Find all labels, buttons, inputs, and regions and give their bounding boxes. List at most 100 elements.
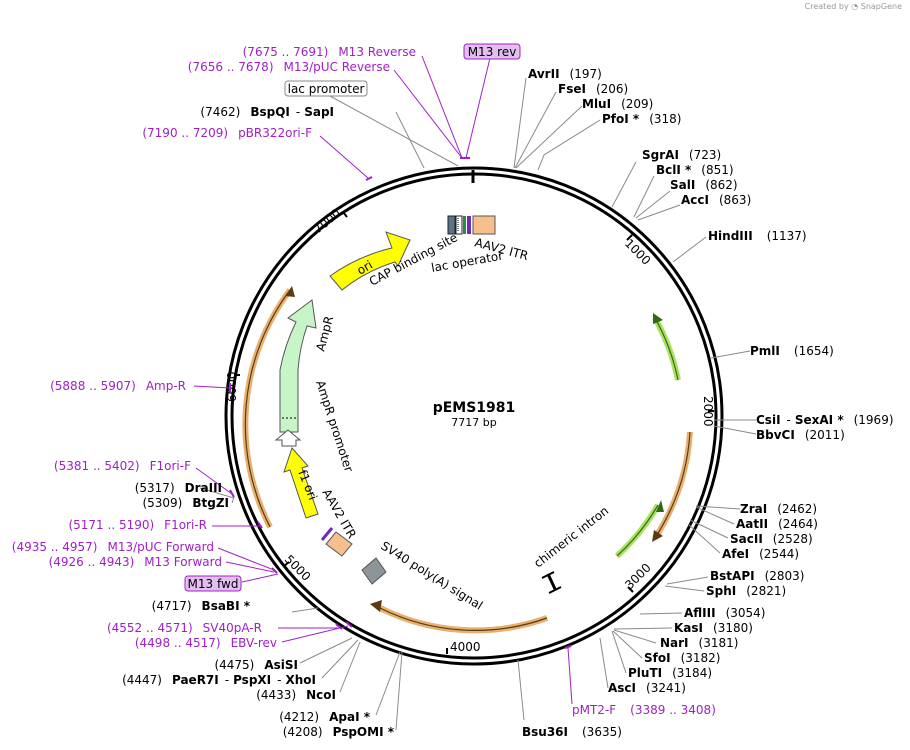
orf-arc-bottom-arrowhead — [370, 600, 382, 612]
chimeric-intron-feature[interactable] — [546, 573, 557, 590]
leader-pmt2-f — [567, 647, 573, 705]
site-apai[interactable]: (4212)ApaI * — [279, 710, 371, 724]
site-fsei[interactable]: FseI(206) — [558, 82, 628, 96]
site-bsabi[interactable]: (4717)BsaBI * — [152, 599, 251, 613]
leader-bstapi — [666, 576, 709, 585]
enzyme-leader-lines — [199, 77, 757, 731]
site-bbvci[interactable]: BbvCI(2011) — [756, 428, 845, 442]
lac-operator-box[interactable] — [463, 216, 466, 234]
site-asisi[interactable]: (4475)AsiSI — [214, 658, 298, 672]
primer-m13-puc-reverse[interactable]: (7656 .. 7678)M13/pUC Reverse — [188, 60, 390, 74]
leader-zrai — [695, 505, 741, 510]
site-kasi[interactable]: KasI(3180) — [674, 621, 753, 635]
ori-feature[interactable] — [329, 231, 411, 291]
cap-binding-site-box[interactable] — [447, 215, 456, 235]
ori-label: ori — [355, 258, 376, 278]
tick-7000: 7000 — [311, 206, 343, 236]
primer-m13-forward[interactable]: (4926 .. 4943)M13 Forward — [49, 555, 222, 569]
bp-ticks — [234, 211, 714, 654]
leader-fsei — [514, 91, 557, 169]
chimeric-intron-cap-b — [548, 586, 562, 594]
site-draiii[interactable]: (5317)DraIII — [135, 481, 222, 495]
site-nari[interactable]: NarI(3181) — [660, 636, 738, 650]
ampr-promoter-feature[interactable] — [274, 429, 302, 447]
site-ncoi[interactable]: (4433)NcoI — [256, 688, 336, 702]
leader-hindiii — [672, 236, 707, 263]
ampr-feature[interactable] — [279, 299, 317, 433]
green-arrow-right-lower[interactable] — [614, 503, 661, 559]
site-asci[interactable]: AscI(3241) — [608, 681, 686, 695]
primer-sv40pa-r[interactable]: (4552 .. 4571)SV40pA-R — [107, 621, 262, 635]
site-btgzi[interactable]: (5309)BtgZI — [142, 496, 229, 510]
site-pspomi[interactable]: (4208)PspOMI * — [283, 725, 395, 739]
aav2-itr-top-feature[interactable] — [472, 215, 496, 235]
site-zrai[interactable]: ZraI(2462) — [740, 502, 817, 516]
orf-arc-bottom[interactable] — [376, 604, 549, 634]
primer-pbr322ori-f-marker — [365, 176, 373, 181]
lac-promoter-box-label: lac promoter — [288, 82, 365, 96]
primer-pbr322ori-f[interactable]: (7190 .. 7209)pBR322ori-F — [142, 126, 312, 140]
orf-arc-left-core — [244, 289, 291, 528]
green-arrow-right-upper[interactable] — [652, 316, 681, 381]
leader-m13-rev-box — [465, 57, 491, 159]
aav2-itr-bottom-feature[interactable] — [325, 531, 353, 557]
site-bstapi[interactable]: BstAPI(2803) — [710, 569, 804, 583]
m13-fwd-box[interactable] — [184, 575, 242, 592]
tick-2000: 2000 — [701, 396, 715, 427]
orf-arc-left-arrowhead — [285, 286, 295, 297]
leader-m13-puc-reverse — [393, 69, 463, 159]
site-pfoi[interactable]: PfoI *(318) — [602, 112, 681, 126]
primer-m13-fwd-marker — [271, 567, 278, 574]
primer-amp-r[interactable]: (5888 .. 5907)Amp-R — [50, 379, 186, 393]
credit-text: Created by — [804, 2, 849, 11]
primer-markers — [229, 157, 572, 649]
site-bspqi-sapi[interactable]: (7462)BspQI-SapI — [200, 105, 334, 119]
site-sali[interactable]: SalI(862) — [670, 178, 738, 192]
orf-arc-right[interactable] — [652, 431, 693, 540]
m13-rev-box[interactable] — [463, 43, 521, 60]
site-avrii[interactable]: AvrII(197) — [528, 67, 602, 81]
site-mlui[interactable]: MluI(209) — [582, 97, 653, 111]
leader-pspomi — [395, 651, 403, 731]
primer-ebv-rev[interactable]: (4498 .. 4517)EBV-rev — [135, 636, 277, 650]
primer-f1ori-r[interactable]: (5171 .. 5190)F1ori-R — [68, 518, 207, 532]
tick-4000: 4000 — [450, 640, 481, 654]
chimeric-intron-label: chimeric intron — [531, 504, 611, 571]
site-acci[interactable]: AccI(863) — [681, 193, 751, 207]
site-pluti[interactable]: PluTI(3184) — [628, 666, 712, 680]
site-afliii[interactable]: AflIII(3054) — [684, 606, 765, 620]
snapgene-logo-text: SnapGene — [860, 2, 902, 11]
tick-1000-mark — [626, 234, 633, 241]
primer-m13-puc-forward[interactable]: (4935 .. 4957)M13/pUC Forward — [12, 540, 214, 554]
leader-m13-reverse — [421, 55, 463, 159]
orf-arc-right-core — [654, 431, 691, 539]
leader-mlui — [515, 105, 583, 169]
site-csii-sexai[interactable]: CsiI-SexAI *(1969) — [756, 413, 894, 427]
site-afei[interactable]: AfeI(2544) — [722, 547, 799, 561]
site-sgrai[interactable]: SgrAI(723) — [642, 148, 721, 162]
tick-6000: 6000 — [225, 371, 239, 402]
primer-leader-lines — [193, 55, 573, 705]
site-sphi[interactable]: SphI(2821) — [706, 584, 786, 598]
site-bsu36i[interactable]: Bsu36I(3635) — [522, 725, 622, 739]
primer-pmt2-f[interactable]: pMT2-F(3389 .. 3408) — [572, 703, 716, 717]
site-paer7i-pspxi-xhoi[interactable]: (4447)PaeR7I-PspXI-XhoI — [122, 673, 316, 687]
primer-f1ori-f[interactable]: (5381 .. 5402)F1ori-F — [54, 459, 191, 473]
f1-ori-feature[interactable] — [283, 447, 319, 519]
site-hindiii[interactable]: HindIII(1137) — [708, 229, 807, 243]
primer-ebv-rev-marker — [345, 621, 353, 628]
primer-m13-reverse[interactable]: (7675 .. 7691)M13 Reverse — [243, 45, 416, 59]
sv40-polya-label: SV40 poly(A) signal — [378, 539, 485, 613]
site-bcli[interactable]: BclI *(851) — [656, 163, 734, 177]
leader-lac-promoter-box — [329, 95, 459, 167]
site-sacii[interactable]: SacII(2528) — [730, 532, 813, 546]
sv40-polya-feature[interactable] — [361, 557, 387, 585]
lac-promoter-label-box[interactable] — [284, 80, 368, 97]
leader-pfoi — [537, 119, 601, 171]
lac-promoter-box[interactable] — [455, 215, 463, 235]
site-pmli[interactable]: PmlI(1654) — [750, 344, 834, 358]
leader-bcli — [633, 175, 655, 218]
site-sfoi[interactable]: SfoI(3182) — [644, 651, 720, 665]
m13-rev-marker[interactable] — [467, 216, 471, 234]
site-aatii[interactable]: AatII(2464) — [736, 517, 818, 531]
